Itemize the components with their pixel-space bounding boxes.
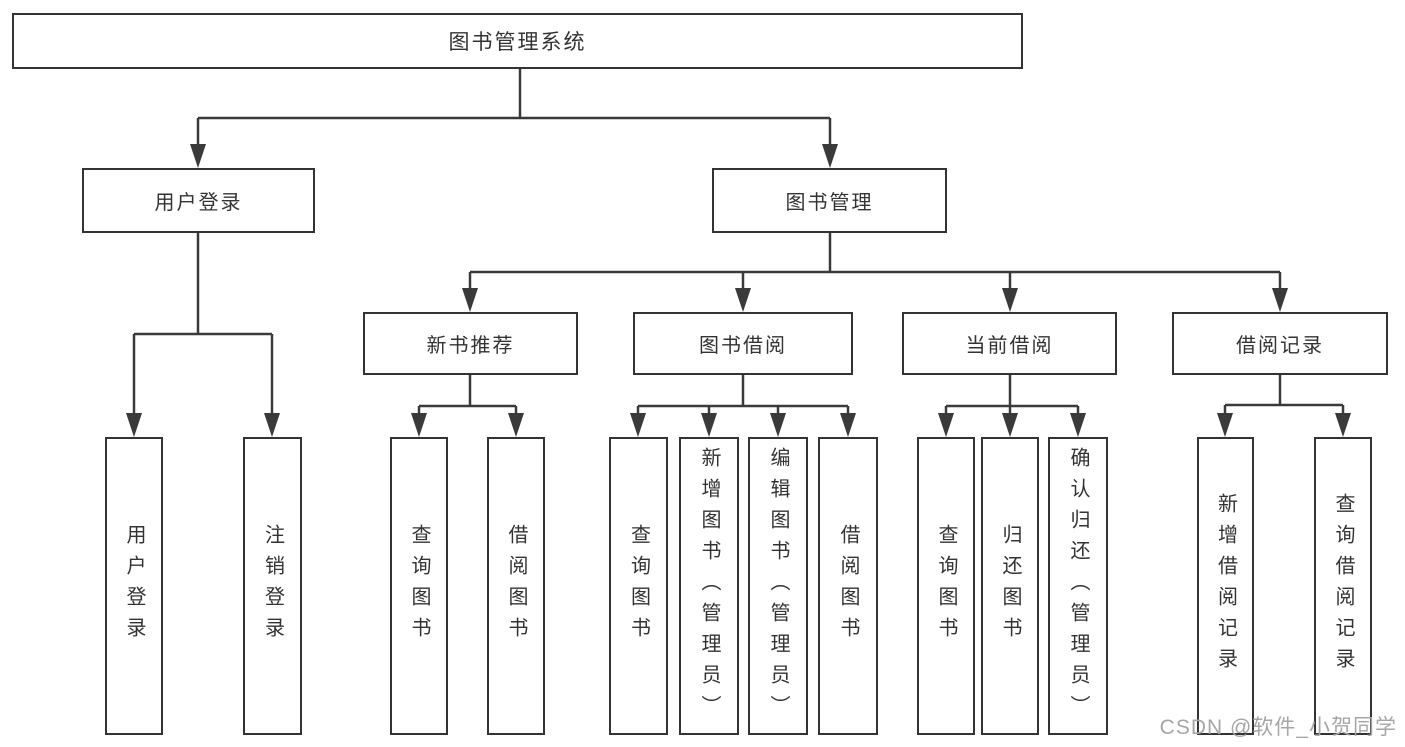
- leaf-label: 借阅图书: [837, 524, 859, 648]
- node-leaf-borrow-books: 借阅图书: [818, 437, 878, 735]
- leaf-label: 新增图书（管理员）: [698, 446, 720, 726]
- node-leaf-borrow-query-books: 查询图书: [609, 437, 668, 735]
- node-book-borrowing: 图书借阅: [633, 312, 853, 375]
- leaf-label: 查询图书: [408, 524, 430, 648]
- node-leaf-add-books-admin: 新增图书（管理员）: [679, 437, 739, 735]
- leaf-label: 编辑图书（管理员）: [767, 446, 789, 726]
- node-leaf-add-borrow-record: 新增借阅记录: [1197, 437, 1254, 735]
- node-book-management: 图书管理: [712, 168, 947, 233]
- leaf-label: 查询借阅记录: [1332, 493, 1354, 679]
- leaf-label: 新增借阅记录: [1214, 493, 1237, 679]
- watermark-text: CSDN @软件_小贺同学: [1159, 716, 1397, 739]
- node-user-login: 用户登录: [82, 168, 315, 233]
- node-leaf-query-borrow-record: 查询借阅记录: [1314, 437, 1372, 735]
- leaf-label: 用户登录: [123, 524, 145, 648]
- leaf-label: 确认归还（管理员）: [1067, 446, 1089, 726]
- leaf-label: 注销登录: [261, 524, 284, 648]
- leaf-label: 查询图书: [627, 524, 650, 648]
- node-current-borrowing: 当前借阅: [902, 312, 1117, 375]
- node-borrowing-records: 借阅记录: [1172, 312, 1388, 375]
- node-leaf-confirm-return-admin: 确认归还（管理员）: [1048, 437, 1108, 735]
- node-leaf-recommend-query-books: 查询图书: [390, 437, 448, 735]
- node-leaf-recommend-borrow-books: 借阅图书: [487, 437, 545, 735]
- leaf-label: 归还图书: [999, 524, 1021, 648]
- node-leaf-return-books: 归还图书: [981, 437, 1039, 735]
- node-leaf-user-login: 用户登录: [105, 437, 163, 735]
- node-new-book-recommendation: 新书推荐: [363, 312, 578, 375]
- leaf-label: 借阅图书: [505, 524, 527, 648]
- node-library-management-system: 图书管理系统: [12, 13, 1023, 69]
- node-leaf-logout: 注销登录: [243, 437, 302, 735]
- node-leaf-current-query-books: 查询图书: [917, 437, 975, 735]
- node-leaf-edit-books-admin: 编辑图书（管理员）: [748, 437, 808, 735]
- leaf-label: 查询图书: [935, 524, 957, 648]
